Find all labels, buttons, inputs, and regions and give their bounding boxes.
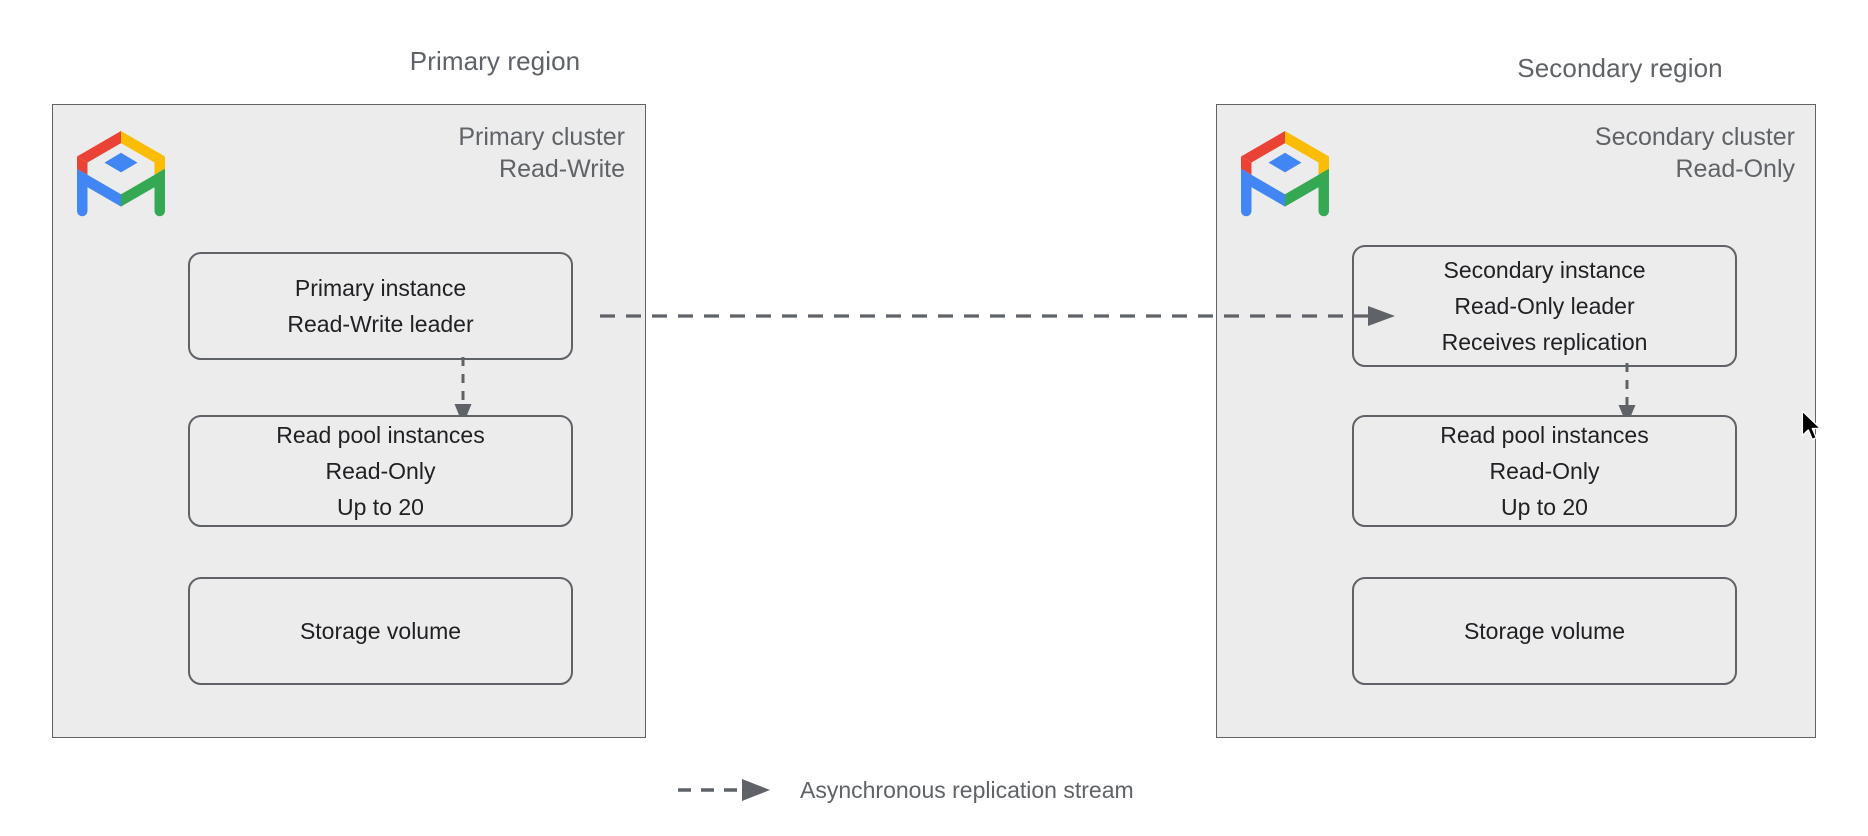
asynchronous-replication-arrow: [600, 306, 1395, 326]
secondary-cluster-title: Secondary cluster Read-Only: [1594, 123, 1795, 183]
secondary-read-pool-node[interactable]: Read pool instances Read-Only Up to 20: [1352, 415, 1737, 527]
primary-cluster-container: Primary cluster Read-Write Primary insta…: [52, 104, 646, 738]
legend-label: Asynchronous replication stream: [800, 776, 1134, 803]
alloydb-logo: [77, 131, 165, 217]
secondary-cluster-container: Secondary cluster Read-Only Secondary in…: [1216, 104, 1816, 738]
primary-storage-volume-node[interactable]: Storage volume: [188, 577, 573, 685]
primary-instance-node[interactable]: Primary instance Read-Write leader: [188, 252, 573, 360]
alloydb-logo: [1241, 131, 1329, 217]
secondary-storage-volume-node[interactable]: Storage volume: [1352, 577, 1737, 685]
primary-read-pool-node[interactable]: Read pool instances Read-Only Up to 20: [188, 415, 573, 527]
mouse-cursor: [1801, 410, 1821, 441]
legend-dashed-arrow-icon: [678, 779, 770, 801]
legend: Asynchronous replication stream: [676, 770, 1134, 810]
primary-cluster-title: Primary cluster Read-Write: [458, 123, 625, 183]
secondary-instance-node[interactable]: Secondary instance Read-Only leader Rece…: [1352, 245, 1737, 367]
secondary-region-label: Secondary region: [1517, 53, 1723, 83]
primary-region-label: Primary region: [409, 46, 581, 76]
primary-instance-to-read-pool-arrow: [454, 357, 472, 425]
